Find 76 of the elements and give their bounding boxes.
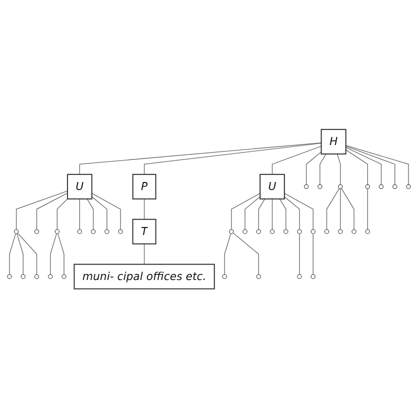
- connector: [91, 196, 108, 230]
- node-circle: [229, 230, 234, 234]
- connector: [272, 146, 322, 176]
- connector: [345, 146, 396, 186]
- connector: [306, 152, 322, 186]
- node-box: H: [320, 129, 346, 155]
- node-circle: [270, 230, 275, 234]
- node-circle: [256, 230, 262, 234]
- node-circle: [62, 274, 66, 280]
- node-circle: [77, 230, 82, 234]
- node-box: P: [132, 174, 156, 200]
- node-circle: [34, 230, 40, 234]
- node-circle: [324, 230, 330, 234]
- connector: [79, 198, 80, 230]
- connector: [36, 193, 68, 230]
- connector: [326, 188, 340, 230]
- connector: [284, 196, 300, 230]
- connector: [272, 198, 273, 230]
- node-circle: [365, 184, 370, 190]
- node-box: muni- cipal offices etc.: [74, 264, 215, 290]
- node-circle: [352, 230, 356, 234]
- node-circle: [7, 274, 12, 280]
- connector: [17, 233, 38, 276]
- connector: [340, 188, 341, 230]
- node-circle: [406, 184, 411, 190]
- node-circle: [48, 274, 53, 280]
- node-circle: [318, 184, 322, 190]
- connector: [367, 188, 368, 230]
- node-circle: [104, 230, 110, 234]
- connector: [345, 145, 409, 186]
- node-circle: [118, 230, 123, 234]
- connector: [320, 154, 326, 186]
- connector: [144, 244, 145, 265]
- node-circle: [222, 274, 227, 280]
- connector: [50, 234, 57, 276]
- node-circle: [310, 274, 316, 280]
- node-circle: [338, 184, 343, 190]
- node-circle: [365, 230, 370, 234]
- node-circle: [34, 274, 40, 280]
- connector: [244, 196, 260, 230]
- connector: [86, 198, 94, 230]
- connector: [144, 143, 322, 176]
- node-circle: [304, 184, 309, 190]
- node-circle: [54, 230, 60, 234]
- node-circle: [297, 230, 302, 234]
- node-circle: [378, 184, 384, 190]
- connector: [224, 234, 232, 276]
- node-box: U: [260, 174, 285, 200]
- node-box: T: [132, 219, 156, 245]
- connector: [56, 198, 68, 230]
- connector: [9, 234, 16, 276]
- node-circle: [338, 230, 343, 234]
- node-box: U: [66, 174, 92, 200]
- connector: [16, 191, 68, 230]
- connector: [279, 198, 286, 230]
- node-circle: [297, 274, 302, 280]
- connector: [345, 148, 382, 186]
- connector: [345, 150, 368, 186]
- node-circle: [90, 230, 96, 234]
- node-circle: [20, 274, 26, 280]
- node-circle: [310, 230, 316, 234]
- node-circle: [14, 230, 19, 234]
- connector: [336, 154, 341, 186]
- connector: [299, 234, 300, 276]
- connector: [312, 234, 314, 276]
- node-circle: [256, 274, 262, 280]
- connector: [79, 142, 322, 176]
- connector: [16, 234, 24, 276]
- connector: [232, 232, 259, 276]
- connector: [144, 198, 145, 220]
- connector: [258, 198, 266, 230]
- connector: [57, 234, 64, 276]
- node-circle: [284, 230, 288, 234]
- node-circle: [242, 230, 248, 234]
- node-circle: [392, 184, 398, 190]
- connector: [341, 188, 354, 230]
